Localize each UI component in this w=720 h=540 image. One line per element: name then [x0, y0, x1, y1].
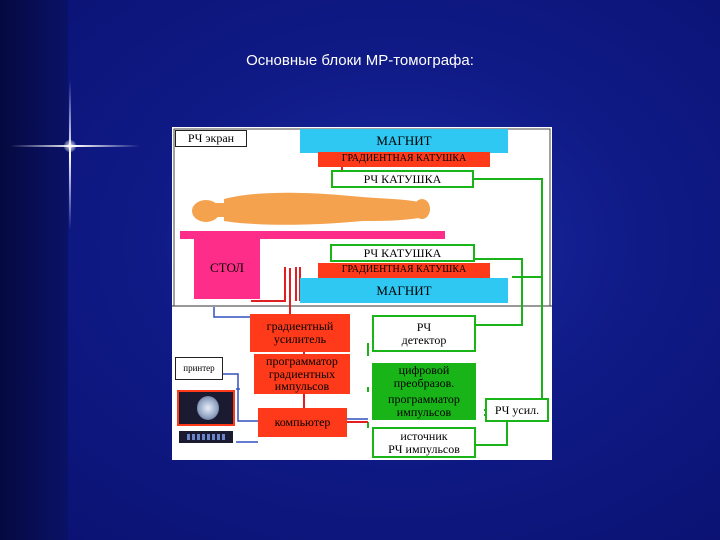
pulse-programmer-block: программатор импульсов [372, 391, 476, 420]
lens-flare-icon [64, 140, 76, 152]
rf-coil-bottom-block: РЧ КАТУШКА [330, 244, 475, 262]
keyboard-icon [177, 429, 235, 445]
lens-flare-vertical [69, 80, 71, 230]
rf-pulse-source-block: источник РЧ импульсов [372, 427, 476, 458]
table-block: СТОЛ [194, 237, 260, 299]
printer-block: принтер [175, 357, 223, 380]
rf-detector-block: РЧ детектор [372, 315, 476, 352]
gradient-pulse-programmer-block: программатор градиентных импульсов [254, 354, 350, 394]
gradient-coil-bottom-block: ГРАДИЕНТНАЯ КАТУШКА [318, 263, 490, 278]
magnet-top-block: МАГНИТ [300, 129, 508, 153]
monitor-icon [177, 390, 235, 426]
mri-block-diagram: РЧ экран МАГНИТ ГРАДИЕНТНАЯ КАТУШКА РЧ К… [172, 127, 552, 460]
patient-body-silhouette [192, 192, 430, 225]
left-decorative-band [0, 0, 68, 540]
rf-amplifier-block: РЧ усил. [485, 398, 549, 422]
table-top-bar [180, 231, 445, 239]
slide-title: Основные блоки МР-томографа: [246, 52, 474, 69]
rf-screen-label: РЧ экран [175, 130, 247, 147]
diagram-wiring [172, 128, 552, 446]
computer-block: компьютер [258, 408, 347, 437]
magnet-bottom-block: МАГНИТ [300, 278, 508, 303]
gradient-amplifier-block: градиентный усилитель [250, 314, 350, 352]
rf-coil-top-block: РЧ КАТУШКА [331, 170, 474, 188]
digital-converter-block: цифровой преобразов. [372, 363, 476, 391]
gradient-coil-top-block: ГРАДИЕНТНАЯ КАТУШКА [318, 152, 490, 167]
